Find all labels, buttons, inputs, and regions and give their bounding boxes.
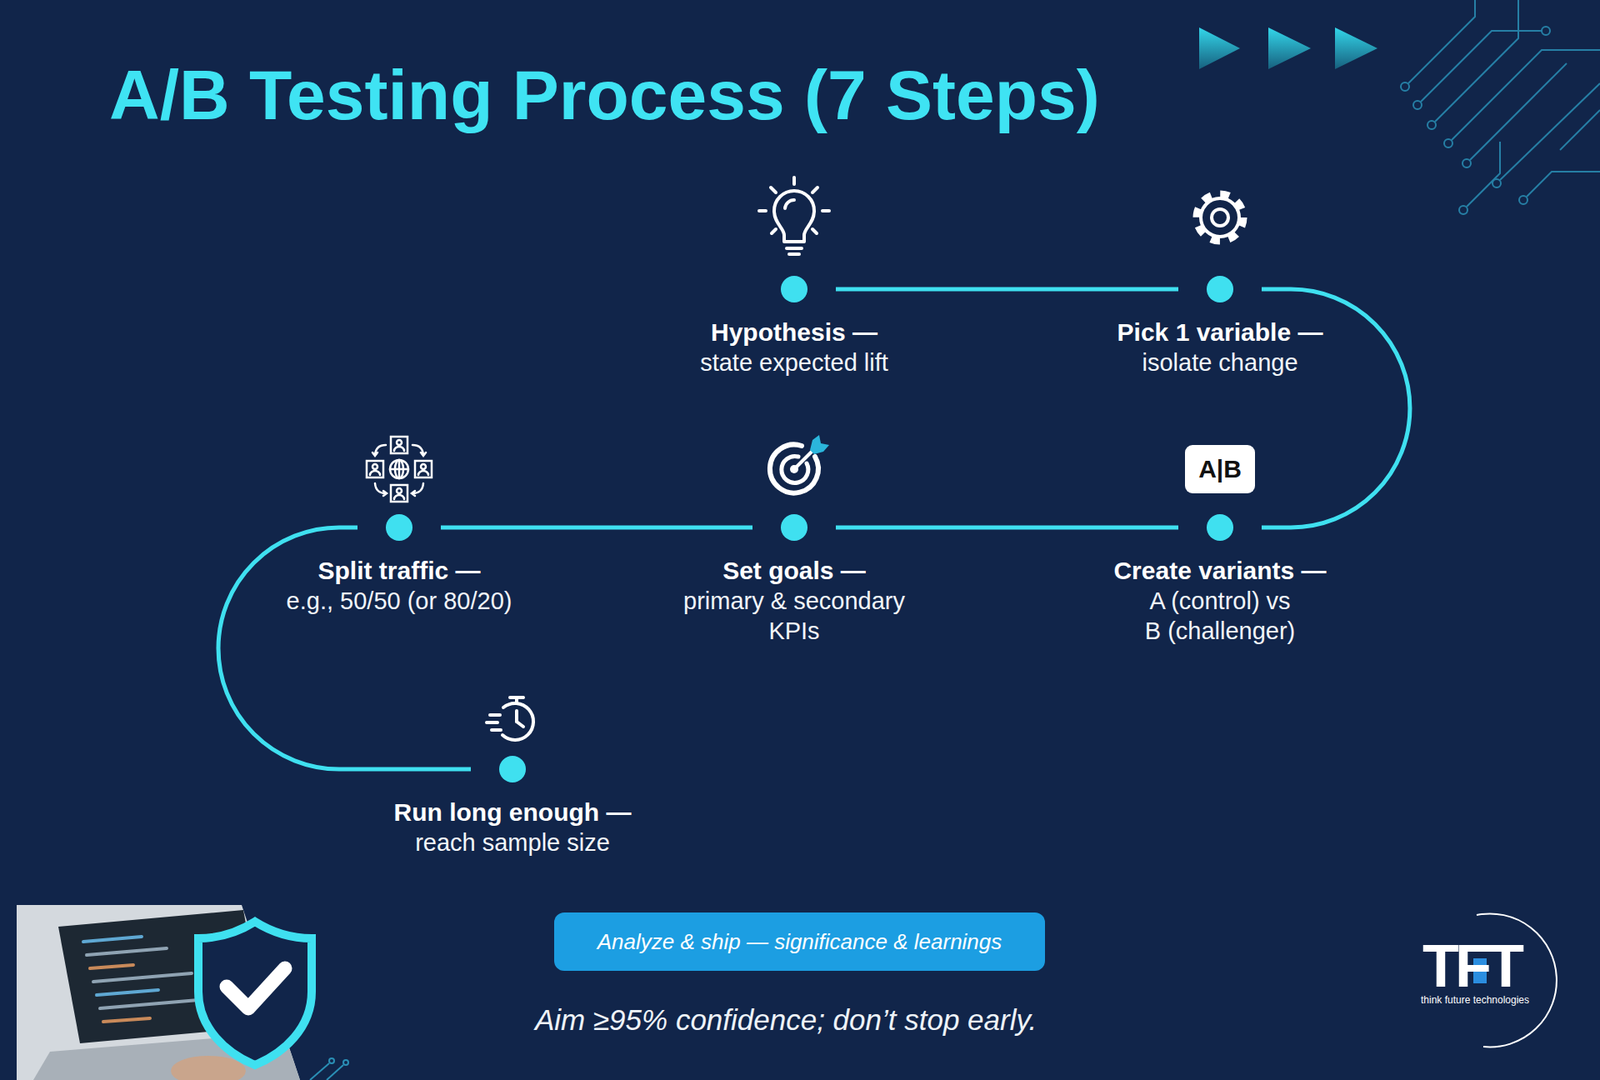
network-icon bbox=[366, 436, 432, 502]
step-text: Hypothesis —state expected lift bbox=[602, 317, 986, 378]
step-dot bbox=[780, 275, 808, 303]
step-dot bbox=[1206, 275, 1234, 303]
lightbulb-icon bbox=[759, 177, 830, 255]
process-step: Hypothesis —state expected lift bbox=[752, 230, 836, 306]
step-description: A (control) vs B (challenger) bbox=[1140, 585, 1300, 646]
step-heading: Pick 1 variable — bbox=[1028, 317, 1412, 348]
step-dot bbox=[780, 514, 808, 541]
process-step: Pick 1 variable —isolate change bbox=[1178, 230, 1262, 306]
flow-connector bbox=[835, 525, 1179, 530]
flow-connector bbox=[835, 287, 1179, 292]
step-text: Split traffic —e.g., 50/50 (or 80/20) bbox=[207, 555, 591, 616]
play-arrows bbox=[1199, 27, 1378, 70]
circuit-lines bbox=[1400, 0, 1600, 215]
diagram-caption: Aim ≥95% confidence; don’t stop early. bbox=[369, 1002, 1203, 1038]
process-step: Set goals —primary & secondary KPIs bbox=[752, 469, 836, 545]
step-heading: Run long enough — bbox=[320, 797, 705, 828]
step-description: state expected lift bbox=[602, 347, 986, 378]
step-heading: Create variants — bbox=[1028, 555, 1412, 586]
step-text: Pick 1 variable —isolate change bbox=[1028, 317, 1412, 378]
step-dot bbox=[385, 514, 413, 541]
step-dot bbox=[1206, 514, 1234, 541]
process-step: Split traffic —e.g., 50/50 (or 80/20) bbox=[357, 469, 441, 545]
step-text: Create variants —A (control) vs B (chall… bbox=[1028, 555, 1412, 646]
logo-subtitle: think future technologies bbox=[1408, 994, 1542, 1006]
small-circuit bbox=[310, 1058, 349, 1080]
stopwatch-icon bbox=[486, 697, 534, 740]
box-text: Analyze & ship — significance & learning… bbox=[597, 928, 1003, 955]
shield-icon bbox=[198, 921, 312, 1065]
gear-icon bbox=[1196, 194, 1244, 241]
step-heading: Split traffic — bbox=[207, 555, 591, 586]
step-dot bbox=[499, 755, 526, 783]
ab-badge: A|B bbox=[1185, 445, 1255, 494]
step-text: Run long enough —reach sample size bbox=[320, 797, 705, 858]
laptop-photo bbox=[0, 900, 317, 1080]
step-description: primary & secondary KPIs bbox=[673, 585, 915, 646]
step-description: e.g., 50/50 (or 80/20) bbox=[207, 585, 591, 616]
step-heading: Hypothesis — bbox=[602, 317, 986, 348]
step-heading: Set goals — bbox=[602, 555, 986, 586]
target-icon bbox=[770, 435, 830, 494]
step-description: reach sample size bbox=[320, 827, 705, 858]
step-text: Set goals —primary & secondary KPIs bbox=[602, 555, 986, 646]
flow-connector bbox=[440, 525, 753, 530]
process-box: Analyze & ship — significance & learning… bbox=[554, 912, 1045, 971]
badge-text: A|B bbox=[1198, 455, 1242, 484]
process-step: Run long enough —reach sample size bbox=[470, 710, 555, 786]
diagram-title: A/B Testing Process (7 Steps) bbox=[109, 60, 1100, 130]
step-description: isolate change bbox=[1028, 347, 1412, 378]
logo-text: TFT bbox=[1422, 935, 1520, 996]
